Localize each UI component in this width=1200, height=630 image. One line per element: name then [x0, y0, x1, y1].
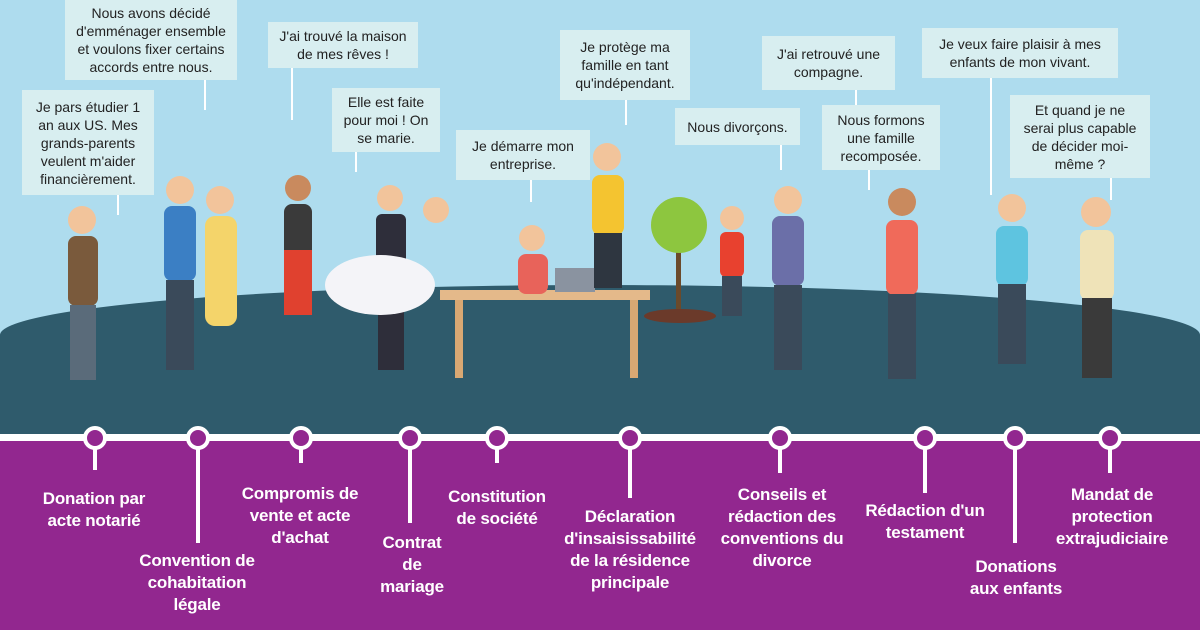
timeline-node: [398, 426, 422, 450]
bubble-tail: [117, 195, 119, 215]
timeline-stem: [93, 448, 97, 470]
timeline-node: [913, 426, 937, 450]
timeline-node: [289, 426, 313, 450]
divorce-figure: [772, 186, 804, 370]
timeline-label-cohabitation: Convention de cohabitation légale: [139, 551, 255, 614]
timeline-label-donation-notarie: Donation par acte notarié: [42, 489, 146, 530]
couple-figure: [164, 176, 237, 370]
speech-bubble-student: Je pars étudier 1 an aux US. Mes grands-…: [22, 90, 154, 195]
speech-bubble-divorce: Nous divorçons.: [675, 108, 800, 145]
bubble-tail: [868, 170, 870, 190]
timeline-stem: [408, 448, 412, 523]
timeline-node: [83, 426, 107, 450]
timeline-label-donations-enfants: Donations aux enfants: [969, 557, 1063, 598]
grandmother-figure: [996, 194, 1028, 364]
timeline-node: [1003, 426, 1027, 450]
independent-figure: [592, 143, 624, 288]
timeline-stem: [196, 448, 200, 543]
student-figure: [68, 206, 98, 380]
timeline-stem: [923, 448, 927, 493]
bubble-tail: [990, 78, 992, 195]
wedding-figure: [325, 185, 449, 370]
desk-figure: [440, 225, 650, 378]
speech-bubble-house: J'ai trouvé la maison de mes rêves !: [268, 22, 418, 68]
timeline-node: [768, 426, 792, 450]
agent-figure: [284, 175, 312, 315]
timeline-label-societe: Constitution de société: [448, 487, 546, 528]
timeline-node: [485, 426, 509, 450]
timeline-stem: [299, 448, 303, 463]
bubble-tail: [204, 80, 206, 110]
timeline-label-testament: Rédaction d'un testament: [865, 501, 985, 542]
timeline-label-compromis: Compromis de vente et acte d'achat: [241, 484, 359, 547]
tree: [644, 197, 716, 323]
grandfather-figure: [1080, 197, 1114, 378]
speech-bubble-gift-children: Je veux faire plaisir à mes enfants de m…: [922, 28, 1118, 78]
blended-family-figure: [886, 188, 918, 379]
bubble-tail: [625, 100, 627, 125]
timeline-node: [186, 426, 210, 450]
timeline-stem: [495, 448, 499, 463]
bubble-tail: [1110, 178, 1112, 200]
timeline-label-mandat: Mandat de protection extrajudiciaire: [1055, 485, 1169, 548]
bubble-tail: [855, 90, 857, 108]
bubble-tail: [780, 145, 782, 170]
speech-bubble-protection: Et quand je ne serai plus capable de déc…: [1010, 95, 1150, 178]
bubble-tail: [530, 180, 532, 202]
timeline-stem: [778, 448, 782, 473]
timeline-line: [0, 434, 1200, 441]
timeline-node: [1098, 426, 1122, 450]
timeline-stem: [1013, 448, 1017, 543]
timeline-stem: [628, 448, 632, 498]
speech-bubble-companion: J'ai retrouvé une compagne.: [762, 36, 895, 90]
timeline-label-mariage: Contrat de mariage: [380, 533, 444, 596]
timeline-band: [0, 440, 1200, 630]
child-figure: [720, 206, 744, 316]
timeline-label-insaisissabilite: Déclaration d'insaisissabilité de la rés…: [564, 507, 696, 592]
speech-bubble-cohabitation: Nous avons décidé d'emménager ensemble e…: [65, 0, 237, 80]
speech-bubble-wedding: Elle est faite pour moi ! On se marie.: [332, 88, 440, 152]
illustration-people: [68, 143, 1114, 380]
timeline-node: [618, 426, 642, 450]
timeline-label-divorce: Conseils et rédaction des conventions du…: [720, 485, 844, 570]
speech-bubble-business: Je démarre mon entreprise.: [456, 130, 590, 180]
timeline-stem: [1108, 448, 1112, 473]
speech-bubble-independent: Je protège ma famille en tant qu'indépen…: [560, 30, 690, 100]
bubble-tail: [355, 152, 357, 172]
speech-bubble-blended-family: Nous formons une famille recomposée.: [822, 105, 940, 170]
bubble-tail: [291, 68, 293, 120]
